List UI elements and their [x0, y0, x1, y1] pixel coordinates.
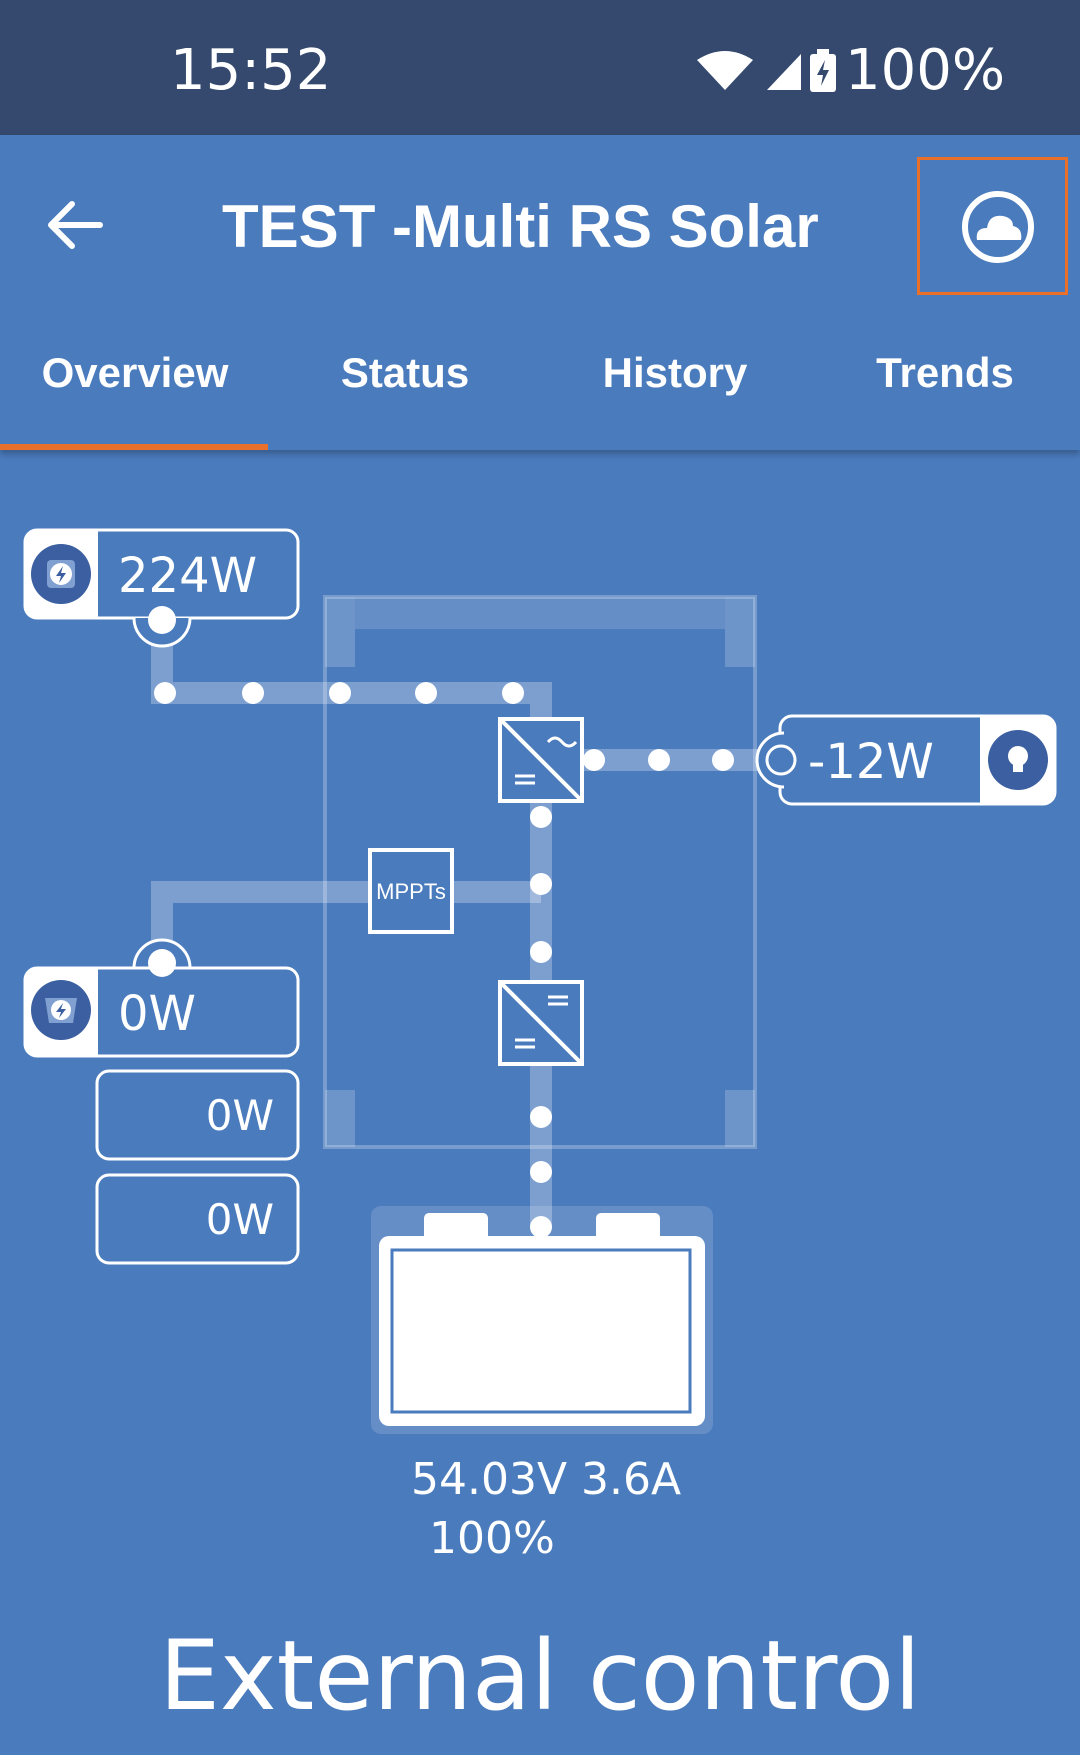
- signal-icon: [767, 54, 801, 90]
- vrm-cloud-button[interactable]: [917, 157, 1068, 295]
- ac-input-box: [23, 528, 300, 648]
- tab-overview[interactable]: Overview: [0, 335, 270, 450]
- pv-tracker-1-box: [95, 1069, 300, 1161]
- flow-dot: [530, 873, 552, 895]
- flow-dot: [583, 749, 605, 771]
- tab-bar: Overview Status History Trends: [0, 335, 1080, 450]
- tab-history[interactable]: History: [602, 349, 748, 396]
- battery-soc: 100%: [429, 1513, 555, 1564]
- device-outline: [323, 595, 757, 1149]
- battery-icon: [810, 49, 836, 92]
- flow-dot: [530, 1216, 552, 1238]
- pv-tracker-2-box: [95, 1173, 300, 1265]
- dc-converter-icon: [498, 980, 584, 1066]
- battery-percent: 100%: [845, 38, 1006, 103]
- system-overview-diagram: MPPTs 224W -12W 0W 0W: [23, 528, 1057, 1434]
- ac-input-power: 224W: [118, 548, 257, 604]
- flow-dot: [530, 1106, 552, 1128]
- ac-output-box: [755, 714, 1057, 806]
- battery-voltage: 54.03V: [411, 1454, 568, 1505]
- mppt-block: [368, 848, 454, 934]
- tab-trends[interactable]: Trends: [876, 349, 1014, 396]
- pv-tracker-1-power: 0W: [206, 1091, 274, 1140]
- external-control-label: External control: [159, 1620, 921, 1732]
- tab-status[interactable]: Status: [340, 349, 470, 396]
- flow-dot: [648, 749, 670, 771]
- wifi-icon: [697, 51, 753, 90]
- status-time: 15:52: [170, 38, 332, 103]
- battery-current: 3.6A: [581, 1454, 682, 1505]
- mppt-label: MPPTs: [376, 879, 446, 904]
- flow-dots: [154, 682, 734, 1238]
- page-title: TEST -Multi RS Solar: [222, 193, 819, 260]
- pv-total-box: [23, 938, 300, 1058]
- cloud-icon: [962, 191, 1034, 263]
- app-bar: [0, 135, 1080, 450]
- flow-dot: [242, 682, 264, 704]
- flow-dot: [502, 682, 524, 704]
- pv-tracker-2-power: 0W: [206, 1195, 274, 1244]
- status-bar: 15:52 100%: [0, 0, 1080, 135]
- flow-dot: [530, 941, 552, 963]
- battery-graphic: [371, 1206, 713, 1434]
- flow-dot: [530, 806, 552, 828]
- flow-dot: [329, 682, 351, 704]
- flow-dot: [415, 682, 437, 704]
- flow-dot: [530, 1161, 552, 1183]
- pv-total-power: 0W: [118, 986, 196, 1042]
- ac-output-power: -12W: [808, 734, 934, 790]
- flow-dot: [154, 682, 176, 704]
- inverter-icon: [498, 717, 584, 803]
- status-icons: [697, 49, 836, 92]
- back-arrow-icon[interactable]: [40, 190, 110, 260]
- flow-dot: [712, 749, 734, 771]
